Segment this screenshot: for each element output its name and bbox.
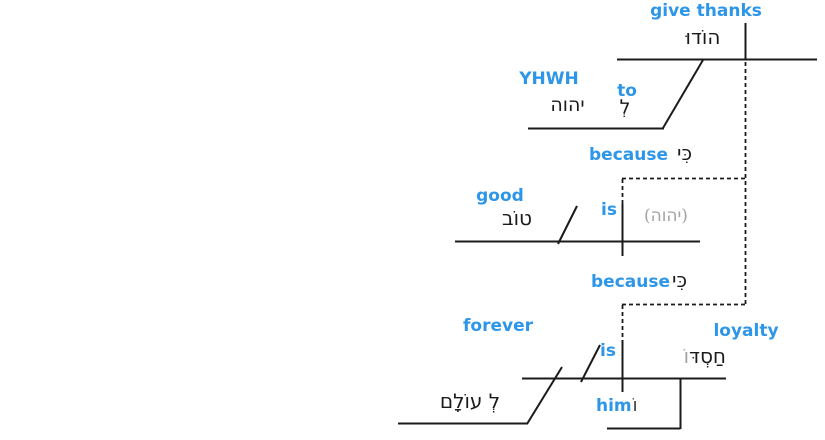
because1-gloss: because bbox=[589, 145, 668, 165]
clause2-predicate-slash bbox=[557, 205, 578, 245]
because2-gloss: because bbox=[591, 272, 670, 292]
verb-hebrew: הוֹדוּ bbox=[685, 25, 721, 49]
prep-hebrew: לְ bbox=[619, 96, 631, 118]
subject-hebrew: חַסְדּוֹ bbox=[652, 346, 726, 367]
prep-object-gloss: YHWH bbox=[519, 69, 579, 89]
prep-object-hebrew: יהוה bbox=[550, 94, 585, 116]
adverbial-hebrew: לְ עוֹלָם bbox=[439, 389, 501, 413]
verb-gloss: give thanks bbox=[650, 1, 762, 21]
clause2-copula-gloss: is bbox=[601, 200, 617, 220]
suffix-hebrew: וֹ bbox=[632, 395, 638, 416]
predicate-hebrew: טוֹב bbox=[502, 206, 532, 230]
because1-label: because כִּי bbox=[589, 143, 692, 165]
because2-label: because כִּי bbox=[591, 270, 687, 292]
prep-diagonal-3 bbox=[526, 366, 563, 425]
clause3-copula-gloss: is bbox=[600, 341, 616, 361]
subject-hebrew-suffix: וֹ bbox=[683, 344, 690, 368]
predicate-gloss: good bbox=[476, 186, 524, 206]
prep-gloss: to bbox=[617, 81, 637, 101]
because2-hebrew: כִּי bbox=[672, 268, 688, 292]
subject-hebrew-stem: חַסְדּ bbox=[689, 344, 726, 368]
suffix-pronoun-label: him וֹ bbox=[596, 395, 638, 416]
implied-subject: (יהוה) bbox=[644, 206, 688, 226]
clause3-predicate-slash bbox=[580, 344, 601, 383]
because1-hebrew: כִּי bbox=[677, 141, 693, 165]
prep-diagonal-1 bbox=[662, 59, 704, 129]
adverbial-gloss: forever bbox=[463, 316, 533, 336]
suffix-gloss: him bbox=[596, 396, 632, 416]
subject-gloss: loyalty bbox=[713, 321, 779, 341]
